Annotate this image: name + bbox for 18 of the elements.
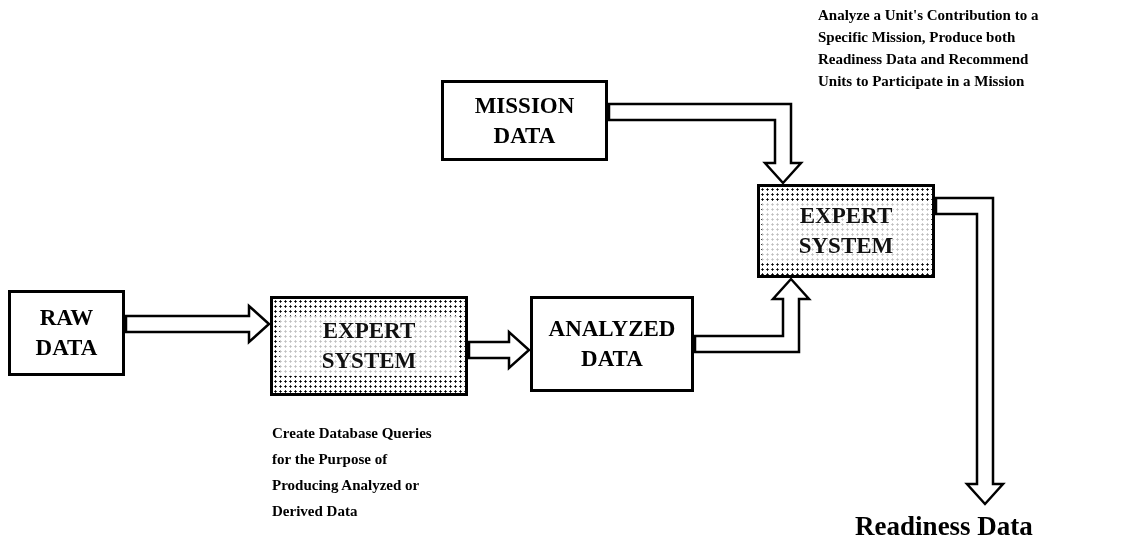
block-arrow xyxy=(693,277,812,354)
box-label: ANALYZED DATA xyxy=(547,315,677,373)
data-box xyxy=(441,80,608,161)
data-box xyxy=(530,296,694,392)
data-box xyxy=(8,290,125,376)
description-text: Analyze a Unit's Contribution to a Specific Mission, Produce both Readiness Data and Recommend Units to Participate in a Mission xyxy=(818,6,1040,91)
box-label: MISSION DATA xyxy=(473,91,576,150)
box-label: EXPERT SYSTEM xyxy=(762,201,930,261)
block-arrow xyxy=(607,102,804,185)
box-label: RAW DATA xyxy=(34,304,99,362)
expert-system-box xyxy=(270,296,468,396)
block-arrow xyxy=(934,196,1006,506)
block-arrow xyxy=(124,303,271,345)
expert-system-box xyxy=(757,184,935,278)
description-text: Create Database Queries for the Purpose of Producing Analyzed or Derived Data xyxy=(272,424,433,521)
output-label: Readiness Data xyxy=(855,511,1033,541)
box-label: EXPERT SYSTEM xyxy=(280,316,458,376)
block-arrow xyxy=(467,329,531,371)
